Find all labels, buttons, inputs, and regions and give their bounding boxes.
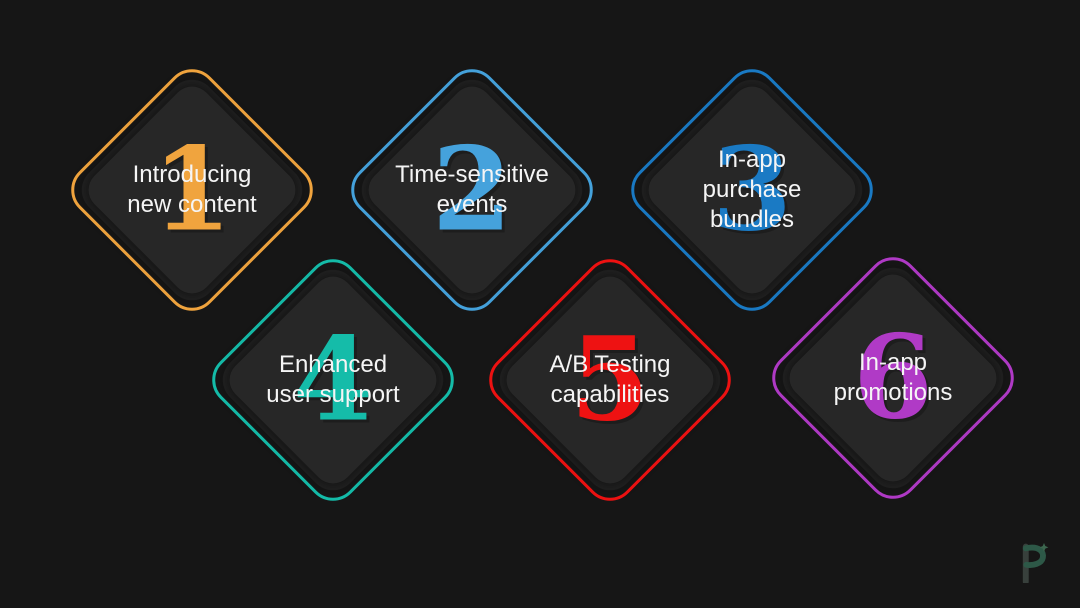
step-number: 2 [431,122,513,258]
step-number: 5 [569,312,651,448]
piktochart-logo [1018,543,1050,585]
step-number: 4 [292,312,374,448]
step-number: 3 [711,122,793,258]
step-number: 1 [151,122,233,258]
step-label: A/B Testing capabilities [549,351,671,408]
step-label: In-app promotions [833,349,953,406]
step-number: 6 [852,310,934,446]
step-label: Introducing new content [127,161,257,218]
step-label: Enhanced user support [266,351,400,408]
step-label: In-app purchase bundles [702,146,802,233]
piktochart-p-icon [1022,543,1049,585]
step-label: Time-sensitive events [395,161,549,218]
